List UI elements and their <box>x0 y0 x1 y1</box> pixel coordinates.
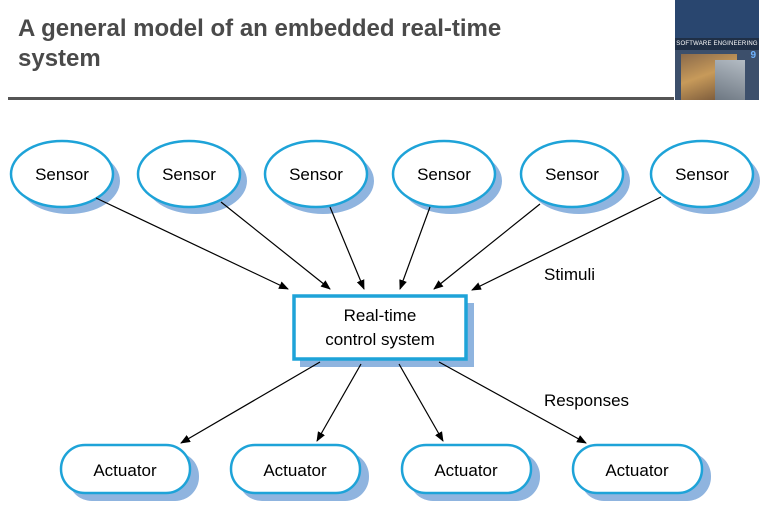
controller-label-line2: control system <box>325 330 435 349</box>
stimuli-label: Stimuli <box>544 265 595 284</box>
sensor-label: Sensor <box>675 165 729 184</box>
slide-title: A general model of an embedded real-time… <box>18 14 658 74</box>
response-edge <box>438 361 587 444</box>
response-edges <box>180 361 587 444</box>
cover-edition: 9 <box>750 50 756 61</box>
controller-node: Real-time control system <box>292 294 474 367</box>
cover-subtitle: SOFTWARE ENGINEERING <box>676 41 758 47</box>
response-edge <box>316 363 362 442</box>
response-edge <box>398 363 444 442</box>
actuator-node-4: Actuator <box>571 443 711 501</box>
stimulus-edge <box>433 203 541 290</box>
actuator-label: Actuator <box>605 461 669 480</box>
actuator-node-2: Actuator <box>229 443 369 501</box>
stimulus-edge <box>220 201 331 290</box>
actuator-label: Actuator <box>93 461 157 480</box>
sensor-node-3: Sensor <box>263 139 374 214</box>
cover-band <box>675 38 759 50</box>
stimulus-edge <box>95 197 289 290</box>
response-edge <box>180 361 321 444</box>
sensor-label: Sensor <box>35 165 89 184</box>
actuator-node-3: Actuator <box>400 443 540 501</box>
stimulus-edge <box>471 196 662 291</box>
responses-label: Responses <box>544 391 629 410</box>
stimulus-edge <box>329 206 365 290</box>
sensor-node-2: Sensor <box>136 139 247 214</box>
actuator-label: Actuator <box>263 461 327 480</box>
actuator-label: Actuator <box>434 461 498 480</box>
sensor-label: Sensor <box>289 165 343 184</box>
sensor-node-1: Sensor <box>9 139 120 214</box>
slide-title-line1: A general model of an embedded real-time <box>18 15 502 42</box>
sensor-label: Sensor <box>545 165 599 184</box>
sensor-label: Sensor <box>162 165 216 184</box>
sensor-node-4: Sensor <box>391 139 502 214</box>
slide-title-line2: system <box>18 45 101 72</box>
cover-sky <box>675 0 759 38</box>
cover-building-steel <box>715 60 745 100</box>
actuator-node-1: Actuator <box>59 443 199 501</box>
sensor-node-5: Sensor <box>519 139 630 214</box>
title-underline <box>8 97 674 100</box>
book-cover-image: SOFTWARE ENGINEERING 9 <box>675 0 759 100</box>
stimuli-edges <box>95 196 662 291</box>
sensor-label: Sensor <box>417 165 471 184</box>
sensor-node-6: Sensor <box>649 139 760 214</box>
stimulus-edge <box>399 206 431 290</box>
controller-label-line1: Real-time <box>344 306 417 325</box>
